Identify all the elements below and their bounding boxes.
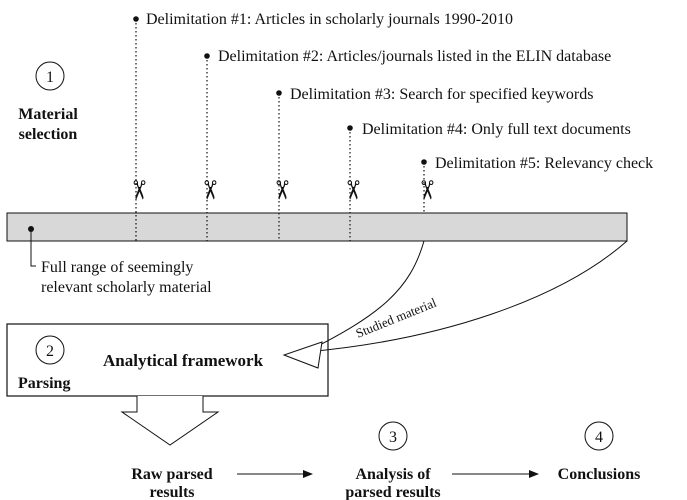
cut-lines xyxy=(135,19,425,241)
delimitation-4-label: Delimitation #4: Only full text document… xyxy=(362,121,631,138)
step-2-number: 2 xyxy=(46,343,54,360)
studied-material-arrow-outer xyxy=(305,240,628,353)
analytical-framework-label: Analytical framework xyxy=(103,351,264,370)
delimitations: Delimitation #1: Articles in scholarly j… xyxy=(133,11,653,172)
step-1-number: 1 xyxy=(46,69,54,86)
delimitation-1-label: Delimitation #1: Articles in scholarly j… xyxy=(146,11,513,28)
raw-results-label-1: Raw parsed xyxy=(131,466,212,483)
full-range-group: Full range of seemingly relevant scholar… xyxy=(28,226,212,296)
scissors-group: ✂ ✂ ✂ ✂ ✂ xyxy=(123,179,441,201)
parsing-label: Parsing xyxy=(18,375,70,392)
full-range-label-1: Full range of seemingly xyxy=(41,259,193,276)
scissors-icon: ✂ xyxy=(337,179,367,201)
step-1-circle xyxy=(35,61,65,91)
step-1-group: 1 Material selection xyxy=(18,61,78,143)
full-range-label-2: relevant scholarly material xyxy=(41,279,212,296)
step-3-circle xyxy=(378,421,408,451)
step-4-circle xyxy=(584,421,614,451)
material-selection-label-2: selection xyxy=(19,126,78,143)
full-range-leader xyxy=(30,229,36,267)
delimitation-2-label: Delimitation #2: Articles/journals liste… xyxy=(218,48,611,65)
delimitation-3-label: Delimitation #3: Search for specified ke… xyxy=(290,86,593,103)
scissors-icon: ✂ xyxy=(411,179,441,201)
scissors-icon: ✂ xyxy=(266,179,296,201)
analysis-label-1: Analysis of xyxy=(355,466,431,483)
studied-material-arrow-inner xyxy=(305,240,425,353)
material-selection-label-1: Material xyxy=(18,106,78,123)
conclusions-label: Conclusions xyxy=(558,466,641,483)
step-2-circle xyxy=(35,335,65,365)
scissors-icon: ✂ xyxy=(194,179,224,201)
raw-results-label-2: results xyxy=(149,484,194,500)
delimitation-5-label: Delimitation #5: Relevancy check xyxy=(435,155,653,172)
scissors-icon: ✂ xyxy=(123,179,153,201)
step-4-number: 4 xyxy=(595,429,603,446)
down-arrow xyxy=(120,396,220,446)
arrow-icon xyxy=(282,341,323,369)
analysis-label-2: parsed results xyxy=(345,484,440,500)
material-bar xyxy=(6,212,628,242)
step-3-number: 3 xyxy=(389,429,397,446)
